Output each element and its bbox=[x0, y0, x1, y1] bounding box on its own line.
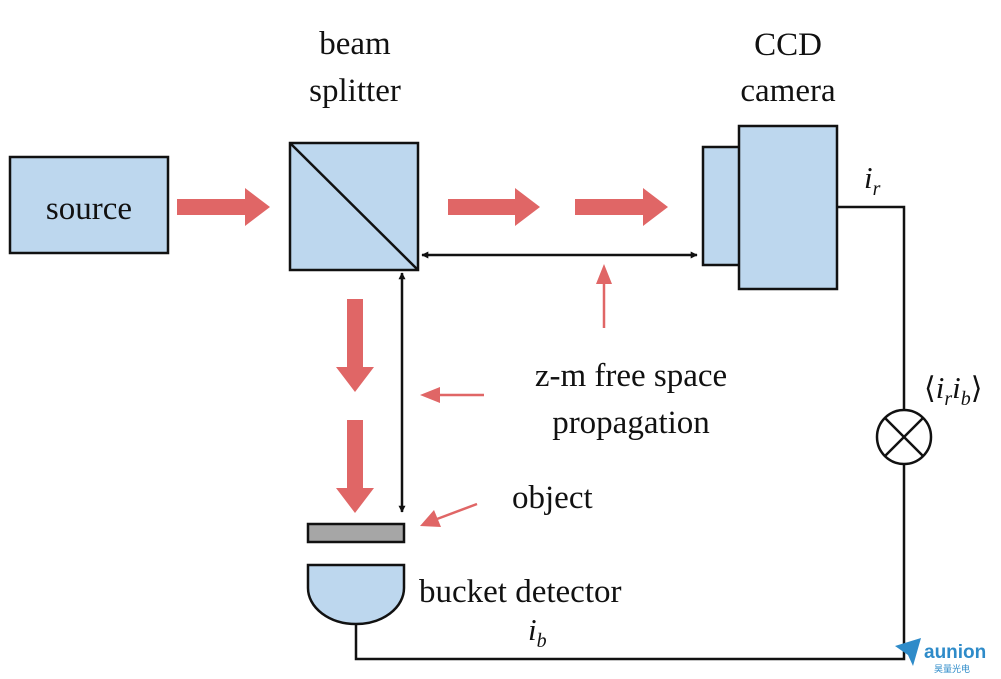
ccd-label-line1: CCD bbox=[754, 27, 822, 63]
watermark-subtext: 昊量光电 bbox=[934, 663, 970, 675]
wire-ccd-signal bbox=[837, 205, 906, 410]
object-label: object bbox=[512, 480, 593, 516]
paper-plane-icon bbox=[895, 638, 921, 666]
pointer-arrow-object bbox=[436, 502, 478, 521]
watermark-text: aunion bbox=[924, 642, 986, 663]
beam-arrows bbox=[177, 188, 668, 513]
ir-label: ir bbox=[864, 160, 881, 200]
source-box bbox=[8, 155, 170, 255]
wire-bucket-signal bbox=[354, 465, 906, 661]
pointer-arrows bbox=[420, 264, 612, 527]
ccd-label-line2: camera bbox=[740, 73, 836, 109]
correlation-label: ⟨irib⟩ bbox=[924, 370, 982, 410]
watermark-logo: aunion 昊量光电 bbox=[895, 638, 986, 675]
beam-arrow-splitter-to-ccd-1 bbox=[448, 188, 540, 226]
beam-arrow-source-to-splitter bbox=[177, 188, 270, 226]
source-label: source bbox=[46, 191, 132, 227]
beam-splitter-label-line2: splitter bbox=[309, 73, 401, 109]
correlator-multiplier-icon bbox=[875, 408, 933, 466]
beam-arrow-splitter-to-ccd-2 bbox=[575, 188, 668, 226]
object-plate bbox=[306, 522, 406, 544]
propagation-label-line2: propagation bbox=[552, 405, 710, 441]
beam-arrow-down-1 bbox=[336, 299, 374, 392]
ib-label: ib bbox=[528, 612, 547, 652]
bucket-detector-label: bucket detector bbox=[419, 574, 621, 610]
beam-splitter-diagonal bbox=[289, 142, 419, 271]
bucket-detector bbox=[306, 563, 406, 626]
beam-arrow-down-2 bbox=[336, 420, 374, 513]
beam-splitter-label-line1: beam bbox=[319, 26, 391, 62]
ccd-camera-body bbox=[737, 124, 839, 291]
propagation-label-line1: z-m free space bbox=[535, 358, 727, 394]
ccd-lens bbox=[701, 145, 743, 267]
